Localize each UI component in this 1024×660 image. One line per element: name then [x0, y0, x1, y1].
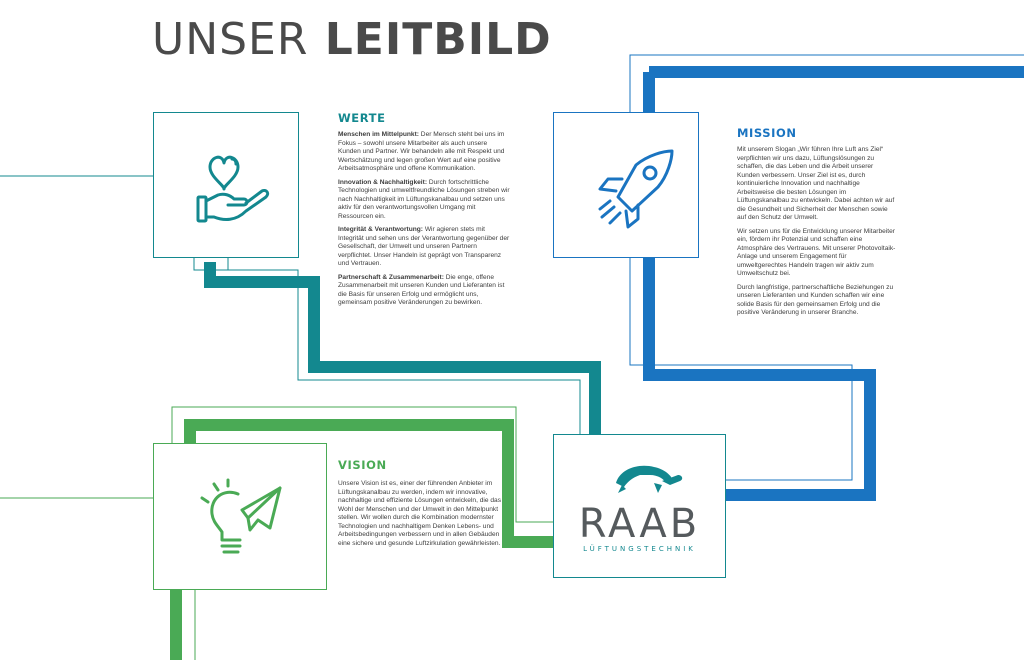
vision-text: Unsere Vision ist es, einer der führende…: [338, 480, 502, 547]
teal-duct-band: [204, 262, 601, 434]
teal-duct-outline: [193, 258, 581, 434]
werte-icon-box: [153, 112, 299, 258]
mission-heading: MISSION: [737, 126, 797, 140]
mission-icon-box: [553, 112, 699, 258]
mission-text: Mit unserem Slogan „Wir führen Ihre Luft…: [737, 146, 897, 323]
logo-subtitle: LÜFTUNGSTECHNIK: [583, 545, 696, 553]
werte-item-4: Partnerschaft & Zusammenarbeit: Die enge…: [338, 273, 505, 307]
rocket-icon: [598, 149, 674, 229]
turtle-icon: [616, 465, 683, 493]
werte-heading: WERTE: [338, 111, 386, 125]
blue-duct-band-lower: [643, 258, 876, 501]
green-duct-band: [184, 419, 554, 548]
logo-box: RAAB LÜFTUNGSTECHNIK: [553, 434, 726, 578]
mission-paragraph-2: Wir setzen uns für die Entwicklung unser…: [737, 227, 896, 278]
teal-duct-outline-inner: [227, 258, 298, 271]
vision-heading: VISION: [338, 458, 387, 472]
werte-item-3: Integrität & Verantwortung: Wir agieren …: [338, 226, 510, 267]
werte-text: Menschen im Mittelpunkt: Der Mensch steh…: [338, 131, 510, 313]
werte-item-1: Menschen im Mittelpunkt: Der Mensch steh…: [338, 131, 505, 172]
mission-paragraph-3: Durch langfristige, partnerschaftliche B…: [737, 283, 894, 317]
title-light: UNSER: [152, 14, 309, 65]
green-duct-outline: [171, 406, 554, 523]
lightbulb-paper-plane-icon: [200, 478, 282, 554]
logo-name: RAAB: [578, 501, 701, 547]
page-title: UNSER LEITBILD: [152, 14, 552, 66]
mission-paragraph-1: Mit unserem Slogan „Wir führen Ihre Luft…: [737, 146, 895, 221]
heart-in-hand-icon: [196, 155, 270, 223]
vision-icon-box: [153, 443, 327, 590]
blue-duct-outline-lower: [629, 238, 853, 481]
werte-item-2: Innovation & Nachhaltigkeit: Durch forts…: [338, 178, 510, 220]
title-bold: LEITBILD: [324, 14, 552, 65]
